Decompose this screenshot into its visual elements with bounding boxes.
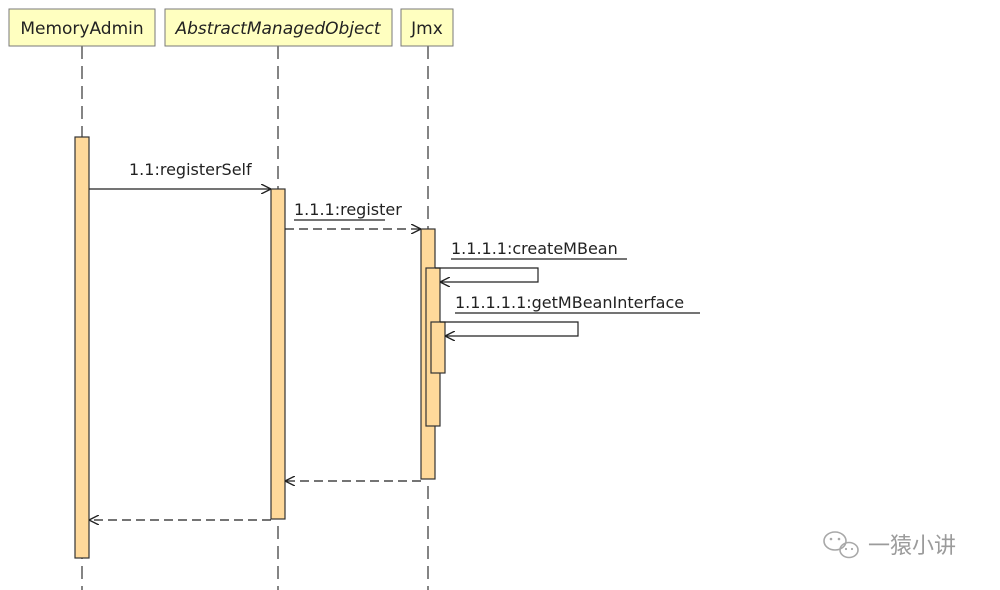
activation-abstract xyxy=(270,188,286,520)
lifeline-abstract-label: AbstractManagedObject xyxy=(174,19,381,39)
lifeline-jmx[interactable]: Jmx xyxy=(400,8,454,47)
message-creatembean-arrow xyxy=(435,267,539,282)
wechat-icon xyxy=(823,531,859,559)
message-register[interactable]: 1.1.1:register xyxy=(285,200,421,229)
lifeline-memoryadmin[interactable]: MemoryAdmin xyxy=(8,8,156,47)
watermark-text: 一猿小讲 xyxy=(868,534,956,559)
message-creatembean-label: 1.1.1.1:createMBean xyxy=(451,239,618,258)
message-getmbeaninterface-label: 1.1.1.1.1:getMBeanInterface xyxy=(455,293,684,312)
message-registerself-label: 1.1:registerSelf xyxy=(129,160,252,179)
activation-jmx-getmbeaninterface xyxy=(430,321,446,374)
message-getmbeaninterface[interactable]: 1.1.1.1.1:getMBeanInterface xyxy=(440,293,700,336)
watermark: 一猿小讲 xyxy=(823,531,956,559)
lifeline-abstract[interactable]: AbstractManagedObject xyxy=(164,8,393,47)
message-getmbeaninterface-arrow xyxy=(440,321,579,336)
lifeline-jmx-label: Jmx xyxy=(410,19,443,39)
activation-memoryadmin xyxy=(74,136,90,559)
message-register-label: 1.1.1:register xyxy=(294,200,402,219)
message-registerself[interactable]: 1.1:registerSelf xyxy=(89,160,271,189)
message-creatembean[interactable]: 1.1.1.1:createMBean xyxy=(435,239,627,282)
lifeline-memoryadmin-label: MemoryAdmin xyxy=(20,19,143,39)
